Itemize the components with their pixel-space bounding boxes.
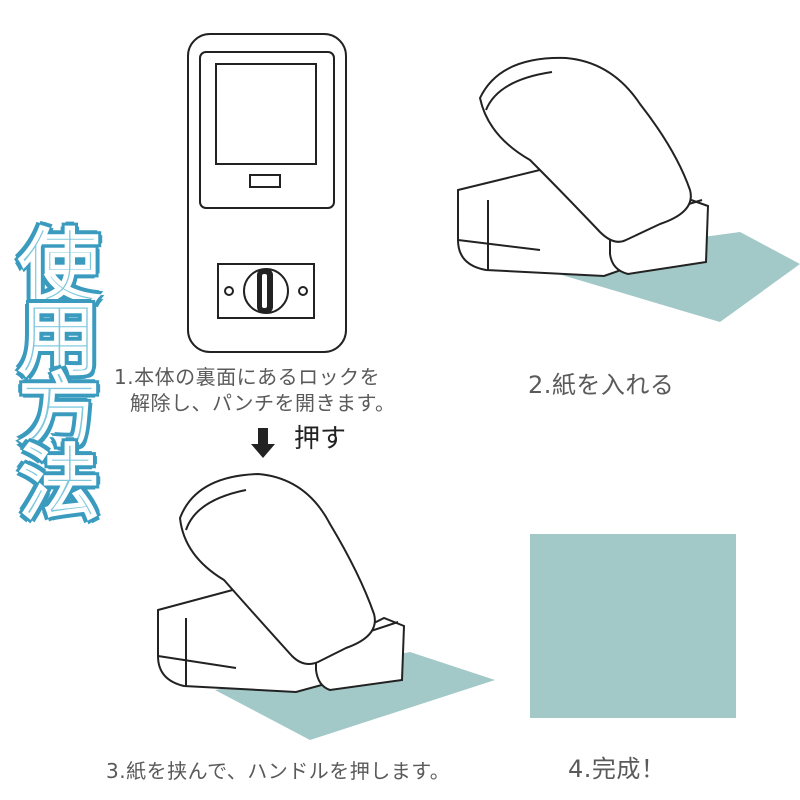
title-char-3: 方 bbox=[18, 365, 100, 458]
push-label: 押す bbox=[294, 424, 347, 454]
device-window bbox=[215, 63, 317, 165]
punch-pressed bbox=[157, 472, 495, 740]
punch-lid-2 bbox=[178, 472, 376, 665]
lid-rim bbox=[485, 71, 553, 111]
punch-base-line bbox=[457, 239, 541, 251]
lock-screw-left bbox=[224, 286, 234, 296]
step-2-caption: 2.紙を入れる bbox=[528, 371, 675, 399]
lid-rim-2 bbox=[185, 489, 247, 531]
lock-screw-right bbox=[298, 286, 308, 296]
finished-square bbox=[530, 534, 736, 718]
punch-lid bbox=[478, 56, 692, 243]
paper-sheet-2 bbox=[215, 652, 495, 740]
punch-open bbox=[457, 56, 800, 322]
step-3-caption: 3.紙を挟んで、ハンドルを押します。 bbox=[106, 759, 451, 783]
title-char-2: 用 bbox=[18, 293, 100, 386]
title-char-4: 法 bbox=[18, 437, 100, 530]
device-slot bbox=[249, 174, 281, 188]
device-back-view bbox=[187, 33, 347, 353]
step-1-caption-line-1: 1.本体の裏面にあるロックを bbox=[114, 365, 381, 389]
punch-handle-front-2 bbox=[315, 616, 406, 692]
punch-base-line-2 bbox=[157, 655, 237, 669]
lock-knob-highlight bbox=[262, 274, 267, 308]
title-char-1: 使 bbox=[18, 221, 100, 314]
step-4-caption: 4.完成！ bbox=[568, 755, 666, 783]
punch-handle-front bbox=[609, 194, 710, 276]
step-1-caption-line-2: 解除し、パンチを開きます。 bbox=[130, 391, 396, 415]
down-arrow-icon bbox=[251, 428, 275, 458]
